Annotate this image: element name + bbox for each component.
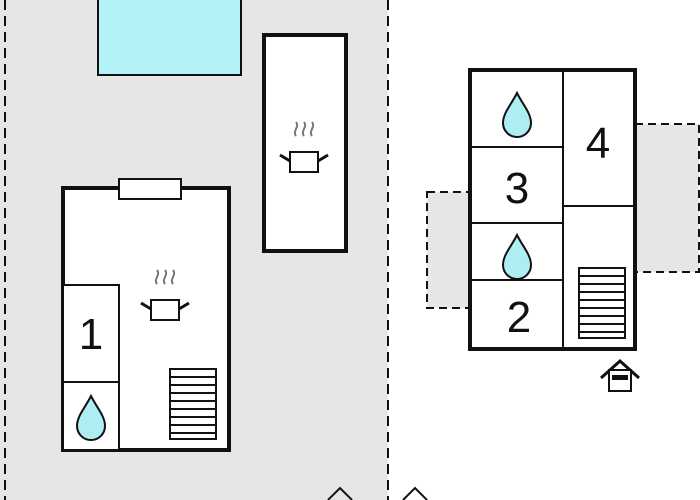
room-number: 3 <box>505 164 529 213</box>
left-building: 1 <box>61 178 231 452</box>
staircase-icon <box>578 267 626 339</box>
staircase-icon <box>169 368 217 440</box>
window-icon <box>118 178 182 200</box>
terrace-west <box>426 191 471 309</box>
terrace-east <box>634 123 700 273</box>
entrance-marker-icon <box>402 486 428 500</box>
right-building: 3 4 2 <box>468 68 637 351</box>
entrance-house-icon <box>599 358 641 392</box>
pool <box>97 0 242 76</box>
entrance-marker-icon <box>327 486 353 500</box>
room-number: 4 <box>586 119 610 168</box>
room-number: 1 <box>79 310 103 359</box>
room-number: 2 <box>507 293 531 342</box>
outdoor-kitchen <box>262 33 348 253</box>
